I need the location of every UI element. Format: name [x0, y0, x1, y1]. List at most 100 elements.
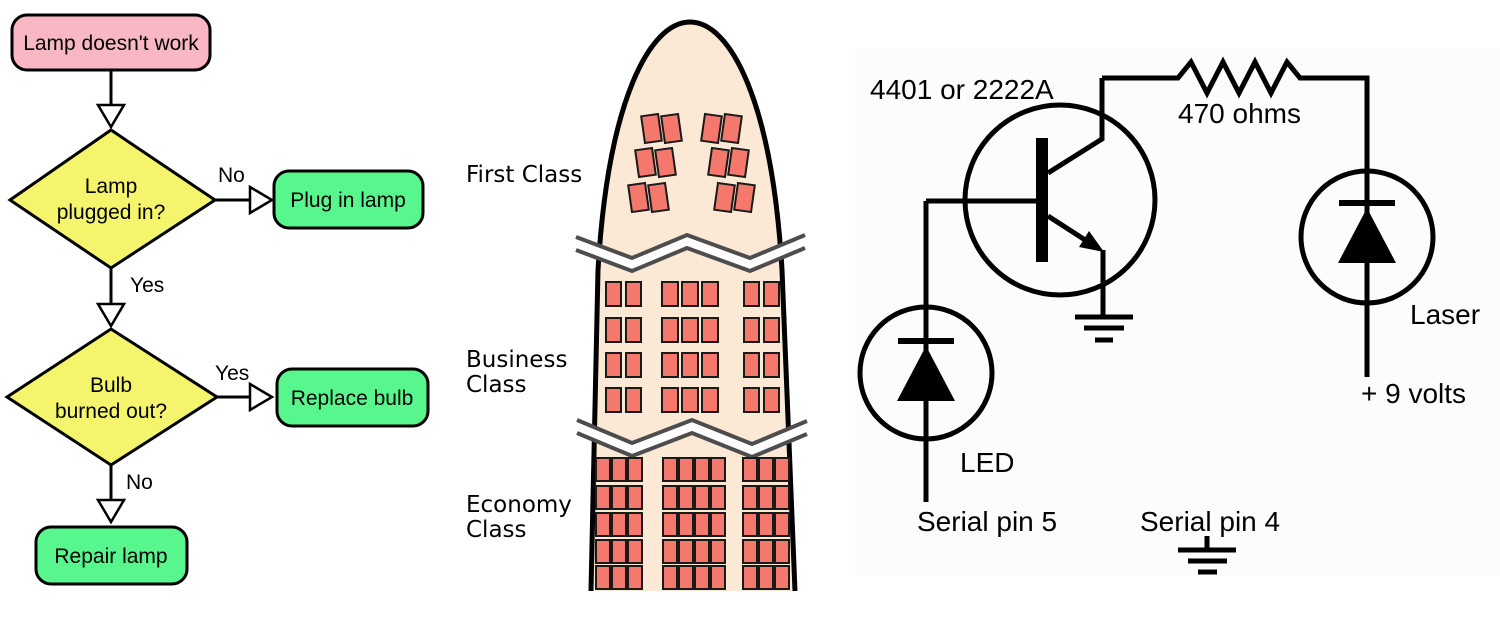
circuit-diagram: 4401 or 2222A 470 ohms Laser + 9 volts L…: [855, 48, 1500, 575]
seat: [678, 539, 694, 564]
serial-pin5-label: Serial pin 5: [917, 506, 1057, 537]
seat: [678, 565, 694, 590]
flowchart-start-label: Lamp doesn't work: [23, 32, 199, 55]
seat: [627, 539, 643, 564]
seat: [742, 565, 758, 590]
seat: [681, 317, 699, 343]
seat: [758, 457, 774, 482]
arrowhead-down-icon: [95, 498, 127, 525]
economy-class-label-line1: Economy: [466, 492, 572, 518]
seat: [605, 281, 622, 307]
flowchart-decision1-line2: plugged in?: [57, 201, 166, 224]
ground-icon: [1178, 536, 1236, 575]
seat: [758, 539, 774, 564]
seat: [661, 281, 679, 307]
seat: [627, 485, 643, 510]
seat: [627, 181, 650, 214]
break-zigzag-line: [575, 232, 806, 261]
seat: [605, 317, 622, 343]
seat: [634, 146, 657, 179]
seat: [694, 485, 710, 510]
seat: [681, 387, 699, 413]
seat: [742, 485, 758, 510]
flowchart-action3-label: Repair lamp: [54, 545, 167, 568]
seat: [774, 512, 790, 537]
seat: [662, 485, 678, 510]
first-class-label: First Class: [466, 162, 582, 188]
seat: [611, 457, 627, 482]
seat: [662, 457, 678, 482]
resistor-label: 470 ohms: [1178, 98, 1301, 129]
seat: [605, 387, 622, 413]
seat: [763, 387, 780, 413]
seat: [694, 457, 710, 482]
seat: [625, 387, 642, 413]
resistor-wire: [1102, 56, 1370, 377]
led-label: LED: [960, 447, 1014, 478]
seat: [763, 317, 780, 343]
flowchart-action1-label: Plug in lamp: [290, 189, 406, 212]
flowchart-decision1-line1: Lamp: [85, 175, 138, 198]
seat-groups: [595, 112, 790, 590]
seat: [660, 112, 683, 145]
seat: [595, 539, 611, 564]
seat: [743, 352, 760, 378]
seat: [743, 317, 760, 343]
serial-pin4-label: Serial pin 4: [1140, 506, 1280, 537]
seat: [774, 457, 790, 482]
emitter-arrowhead-icon: [1079, 231, 1104, 252]
break-zigzag-line: [575, 245, 806, 274]
seat: [611, 512, 627, 537]
seat: [707, 146, 730, 179]
seat: [595, 457, 611, 482]
seat: [701, 281, 719, 307]
arrowhead-right-icon: [248, 184, 275, 216]
flowchart-decision2-node: [4, 327, 220, 467]
led-diode-triangle: [897, 346, 955, 401]
break-zigzag-line: [576, 430, 808, 460]
seat: [701, 387, 719, 413]
seat: [611, 565, 627, 590]
seat: [774, 485, 790, 510]
seat: [662, 512, 678, 537]
arrowhead-down-icon: [95, 103, 127, 130]
business-class-label-line1: Business: [466, 347, 567, 373]
seat: [678, 457, 694, 482]
flowchart-action2-node: [275, 367, 430, 428]
seat: [743, 281, 760, 307]
arrowhead-right-icon: [248, 381, 275, 413]
transistor-label: 4401 or 2222A: [870, 74, 1054, 105]
flowchart-diagram: Lamp doesn't work Lamp plugged in? No Pl…: [4, 13, 430, 586]
seat: [605, 352, 622, 378]
seat: [758, 485, 774, 510]
seat: [758, 565, 774, 590]
seat: [720, 112, 743, 145]
seat: [710, 512, 726, 537]
seat: [627, 512, 643, 537]
seat: [710, 485, 726, 510]
seat: [727, 146, 750, 179]
seat: [611, 485, 627, 510]
seat: [627, 565, 643, 590]
seat: [774, 565, 790, 590]
business-class-label-line2: Class: [466, 372, 527, 398]
seat: [678, 485, 694, 510]
seat: [694, 565, 710, 590]
seat: [661, 317, 679, 343]
seat: [595, 512, 611, 537]
seat: [640, 112, 663, 145]
fuselage-break-band: [577, 420, 807, 457]
seat: [700, 112, 723, 145]
seat: [763, 281, 780, 307]
seat: [733, 181, 756, 214]
seat: [742, 457, 758, 482]
seat: [625, 317, 642, 343]
seat: [758, 512, 774, 537]
fuselage-break-band: [576, 235, 805, 271]
transistor-base-bar: [1036, 138, 1048, 262]
seat: [662, 539, 678, 564]
break-zigzag-line: [576, 417, 808, 447]
seat: [713, 181, 736, 214]
seat: [710, 457, 726, 482]
